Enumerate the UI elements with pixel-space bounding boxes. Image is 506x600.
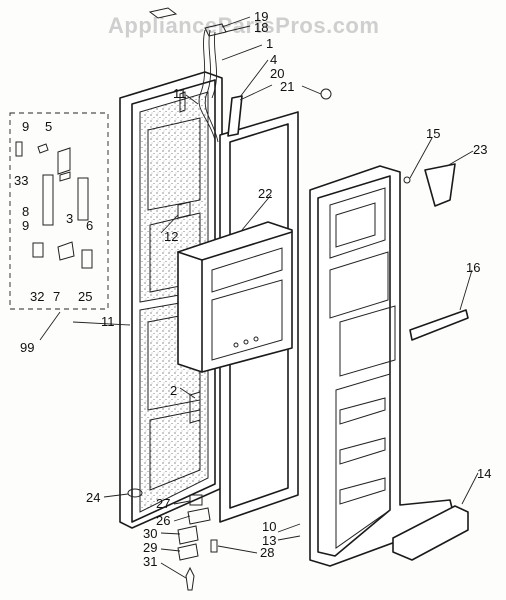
callout-32: 32	[30, 289, 44, 304]
callout-29: 29	[143, 540, 157, 555]
callout-9-top: 9	[22, 119, 29, 134]
callout-10: 10	[262, 519, 276, 534]
bracket	[227, 95, 243, 137]
callout-31: 31	[143, 554, 157, 569]
hinge-parts	[177, 494, 218, 591]
callout-11-top: 11	[173, 86, 187, 101]
callout-28: 28	[260, 545, 274, 560]
door-bin	[392, 505, 469, 561]
trim-strip	[409, 309, 469, 341]
pin-15	[403, 176, 411, 184]
watermark-text: AppliancePartsPros.com	[108, 13, 379, 38]
callout-15: 15	[426, 126, 440, 141]
callout-1: 1	[266, 36, 273, 51]
screw-21	[320, 88, 332, 100]
inner-door-liner	[309, 165, 456, 567]
callout-5: 5	[45, 119, 52, 134]
callout-6: 6	[86, 218, 93, 233]
callout-30: 30	[143, 526, 157, 541]
leader-lines	[39, 16, 479, 579]
callout-20: 20	[270, 66, 284, 81]
callout-2: 2	[170, 383, 177, 398]
callout-labels: 19 18 1 4 20 21 11 15 23 9 5 33 3 8 9 6 …	[14, 9, 491, 569]
part-24	[127, 488, 143, 498]
callout-23: 23	[473, 142, 487, 157]
callout-25: 25	[78, 289, 92, 304]
callout-7: 7	[53, 289, 60, 304]
callout-22: 22	[258, 186, 272, 201]
ice-chute	[424, 163, 456, 207]
callout-4: 4	[270, 52, 277, 67]
dispenser-housing	[177, 221, 293, 373]
callout-8: 8	[22, 204, 29, 219]
callout-11-mid: 11	[101, 314, 115, 329]
callout-99: 99	[20, 340, 34, 355]
callout-33: 33	[14, 173, 28, 188]
callout-3: 3	[66, 211, 73, 226]
callout-18: 18	[254, 20, 268, 35]
callout-21: 21	[280, 79, 294, 94]
callout-12: 12	[164, 229, 178, 244]
callout-14: 14	[477, 466, 491, 481]
callout-9-mid: 9	[22, 218, 29, 233]
callout-19: 19	[254, 9, 268, 24]
inset-box	[9, 112, 109, 310]
callout-26: 26	[156, 513, 170, 528]
callout-16: 16	[466, 260, 480, 275]
callout-27: 27	[156, 496, 170, 511]
callout-13: 13	[262, 533, 276, 548]
callout-24: 24	[86, 490, 100, 505]
